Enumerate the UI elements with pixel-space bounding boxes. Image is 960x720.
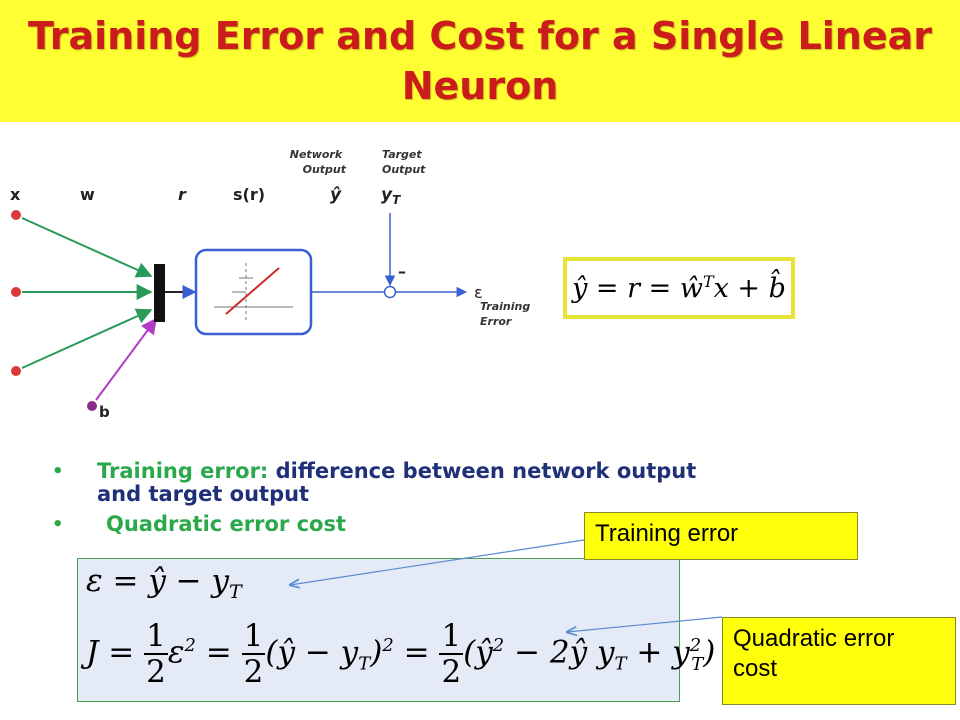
input-dot-2 [11,287,21,297]
frac-den: 2 [243,654,264,690]
bullet-1-text: difference between network output and ta… [97,459,697,506]
frac-num: 1 [241,618,266,655]
title-bar: Training Error and Cost for a Single Lin… [0,0,960,122]
formula-lhs: ŷ = r = ŵ [572,273,703,304]
label-minus: – [398,262,406,281]
formula-rhs: x + b̂ [713,273,786,304]
activation-box [194,248,313,336]
bias-dot [87,401,97,411]
frac-num: 1 [439,618,464,655]
activation-linear-line [225,267,280,315]
bullet-training-error: • Training error: difference between net… [52,460,712,506]
label-target-output: Target Output [382,148,426,176]
label-r: r [178,185,187,204]
label-b: b [99,403,110,421]
bullet-dot-icon: • [52,514,64,535]
formula-sup: T [702,272,714,291]
weight-arrow-1 [21,217,153,278]
slide-title: Training Error and Cost for a Single Lin… [28,14,932,108]
bullet-dot-icon: • [52,461,64,482]
frac-num: 1 [144,618,168,655]
label-y-target: yT [381,185,401,207]
network-output-line1: Network [290,148,343,161]
target-output-line2: Output [382,163,426,176]
neuron-diagram: x w r s(r) Network Output ŷ Target Outpu… [10,148,534,421]
network-output-line2: Output [303,163,347,176]
input-dot-3 [11,366,21,376]
formula-expression: ŷ = r = ŵTx + b̂ [572,272,786,304]
target-output-line1: Target [382,148,422,161]
neuron-output-formula: ŷ = r = ŵTx + b̂ [563,257,795,319]
bullet-list: • Training error: difference between net… [52,460,712,536]
frac-den: 2 [146,654,166,690]
weight-arrow-3 [21,308,153,369]
label-x: x [10,185,21,204]
bias-arrow [95,317,157,401]
eq1-subscript: T [229,581,242,604]
training-error-line1: Training [480,300,530,313]
label-network-output: Network Output [290,148,347,176]
label-yhat: ŷ [330,185,342,205]
summing-junction [154,264,165,322]
input-dot-1 [11,210,21,220]
bullet-1-lead: Training error: [97,459,269,483]
bullet-quadratic-cost: • Quadratic error cost [52,513,712,536]
callout-training-error: Training error [584,512,858,560]
callout-quadratic-cost: Quadratic error cost [722,617,956,705]
equation-error: ε = ŷ − yT [86,563,242,603]
label-w: w [80,185,95,204]
label-training-error: Training Error [480,300,534,328]
bullet-2-lead: Quadratic error cost [106,512,346,536]
label-epsilon: ε [474,283,483,302]
label-s-r: s(r) [233,185,265,204]
frac-den: 2 [441,654,462,690]
eq1-text: ε = ŷ − y [86,563,230,599]
error-junction [383,285,397,299]
training-error-line2: Error [480,315,512,328]
